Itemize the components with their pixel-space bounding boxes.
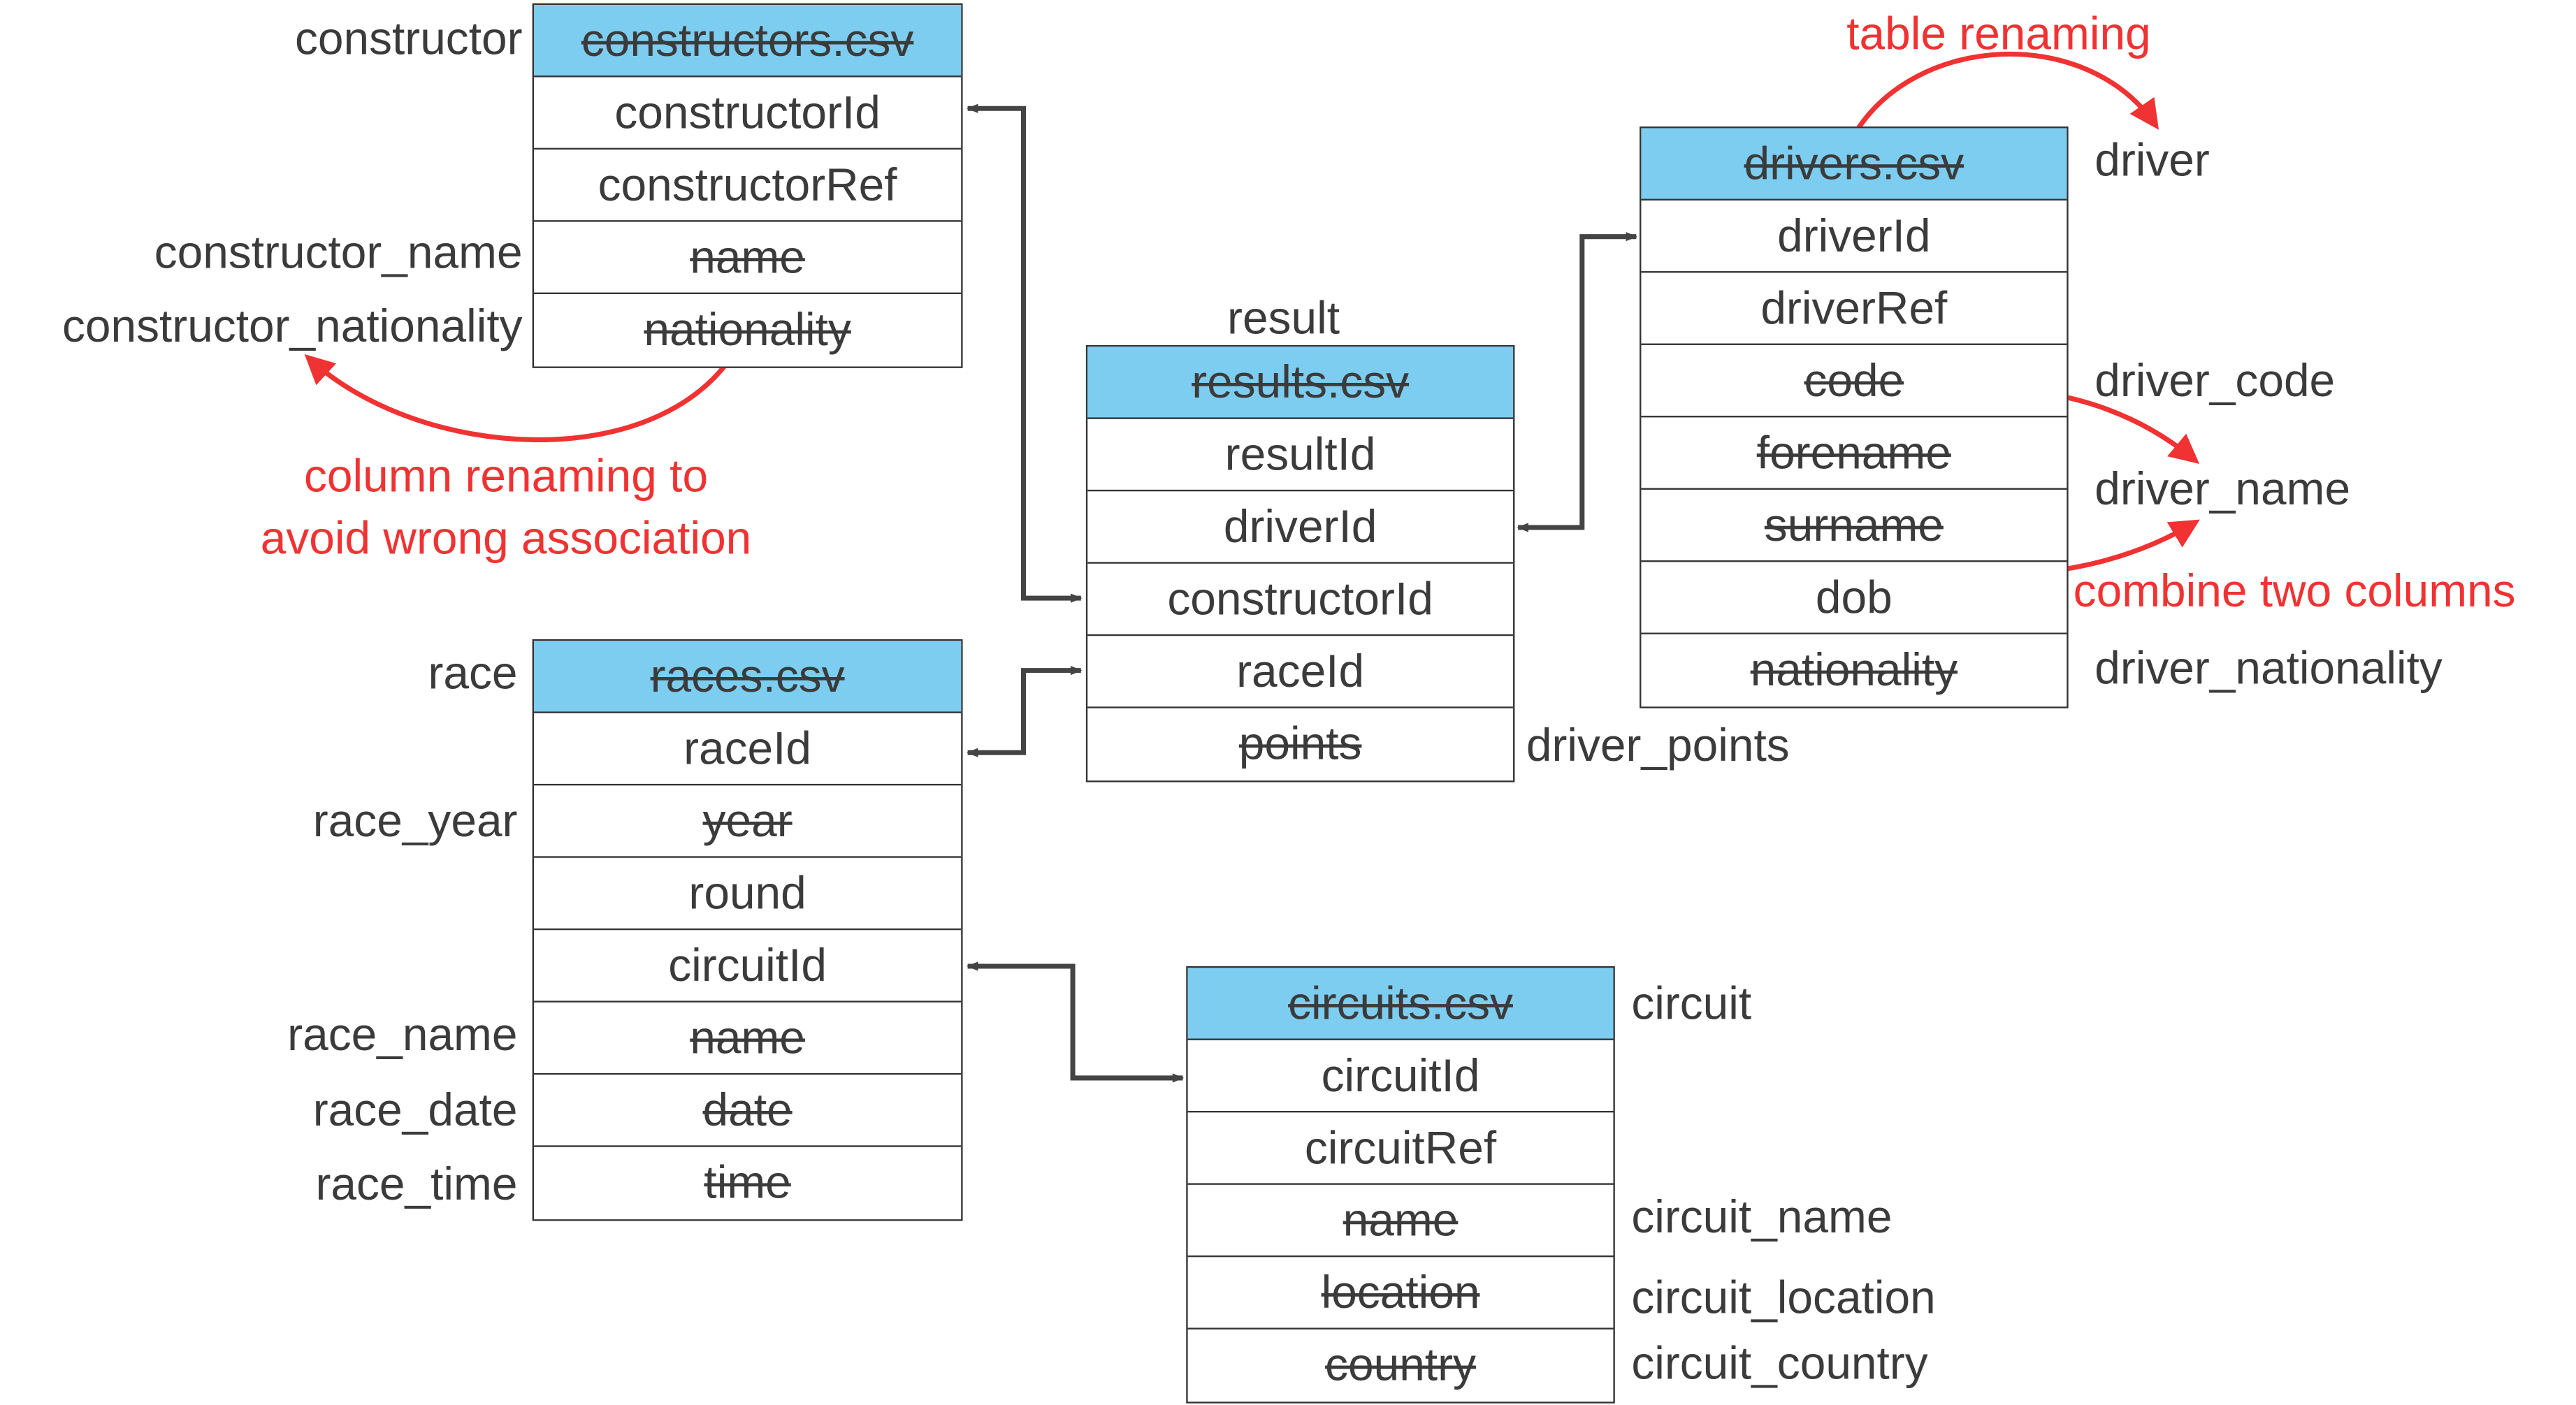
races-table-header: races.csv [534,641,962,713]
constructors-row-nationality: nationality [644,304,851,356]
annotation-column-renaming-line1: column renaming to [304,450,709,502]
results-table-header: results.csv [1087,347,1514,419]
label-race-date: race_date [312,1084,518,1136]
link-raceId [966,666,1083,757]
circuits-row-country: country [1325,1339,1476,1390]
races-table: races.csv raceId year round circuitId na… [532,639,963,1221]
races-row-year: year [534,785,962,858]
column-renaming-arrow [304,349,739,442]
label-constructor-name: constructor_name [154,226,523,278]
results-row-driverId: driverId [1087,491,1514,564]
races-row-raceId: raceId [534,713,962,786]
constructors-row-constructorRef: constructorRef [534,150,962,222]
results-row-constructorId: constructorId [1087,564,1514,636]
circuits-row-name: name [1187,1185,1614,1258]
circuits-table: circuits.csv circuitId circuitRef name l… [1186,966,1615,1404]
circuits-row-circuitRef: circuitRef [1187,1112,1614,1185]
table-renaming-arrow [1851,51,2159,138]
drivers-row-driverId: driverId [1641,201,2067,273]
label-result: result [1227,292,1340,344]
results-row-resultId: resultId [1087,419,1514,492]
link-driverId [1517,232,1638,532]
races-row-circuitId: circuitId [534,930,962,1003]
label-race-year: race_year [312,795,518,847]
races-row-name: name [534,1003,962,1075]
label-driver-points: driver_points [1526,720,1790,771]
constructors-row-name: name [534,222,962,295]
races-row-time: time [704,1156,791,1208]
label-driver-name: driver_name [2094,463,2351,515]
drivers-row-code: code [1641,345,2067,418]
label-circuit-name: circuit_name [1631,1191,1893,1243]
label-race: race [428,647,518,699]
link-constructorId [966,103,1083,603]
constructors-row-constructorId: constructorId [534,78,962,150]
link-circuitId [966,961,1185,1083]
drivers-row-forename: forename [1641,417,2067,490]
label-circuit-country: circuit_country [1631,1337,1928,1389]
circuits-row-circuitId: circuitId [1187,1040,1614,1113]
label-driver-nationality: driver_nationality [2094,642,2443,694]
circuits-table-header: circuits.csv [1187,968,1614,1040]
races-row-round: round [534,858,962,931]
drivers-table: drivers.csv driverId driverRef code fore… [1640,126,2069,708]
results-table: results.csv resultId driverId constructo… [1085,344,1515,782]
label-driver-code: driver_code [2094,355,2336,406]
constructors-table: constructors.csv constructorId construct… [532,3,963,368]
drivers-row-dob: dob [1641,562,2067,634]
label-constructor: constructor [294,13,523,64]
label-circuit-location: circuit_location [1631,1272,1936,1323]
annotation-table-renaming: table renaming [1846,8,2151,59]
annotation-combine-columns: combine two columns [2073,565,2516,617]
drivers-table-header: drivers.csv [1641,128,2067,201]
drivers-row-surname: surname [1641,490,2067,562]
results-row-raceId: raceId [1087,636,1514,708]
annotation-column-renaming-line2: avoid wrong association [260,512,752,564]
constructors-table-header: constructors.csv [534,5,962,78]
label-driver: driver [2094,134,2210,186]
label-constructor-nationality: constructor_nationality [61,300,523,352]
circuits-row-location: location [1187,1257,1614,1330]
label-race-time: race_time [315,1158,518,1210]
label-race-name: race_name [287,1009,518,1061]
drivers-row-nationality: nationality [1750,644,1958,695]
races-row-date: date [534,1075,962,1147]
label-circuit: circuit [1631,977,1752,1029]
drivers-row-driverRef: driverRef [1641,272,2067,345]
results-row-points: points [1238,718,1362,769]
